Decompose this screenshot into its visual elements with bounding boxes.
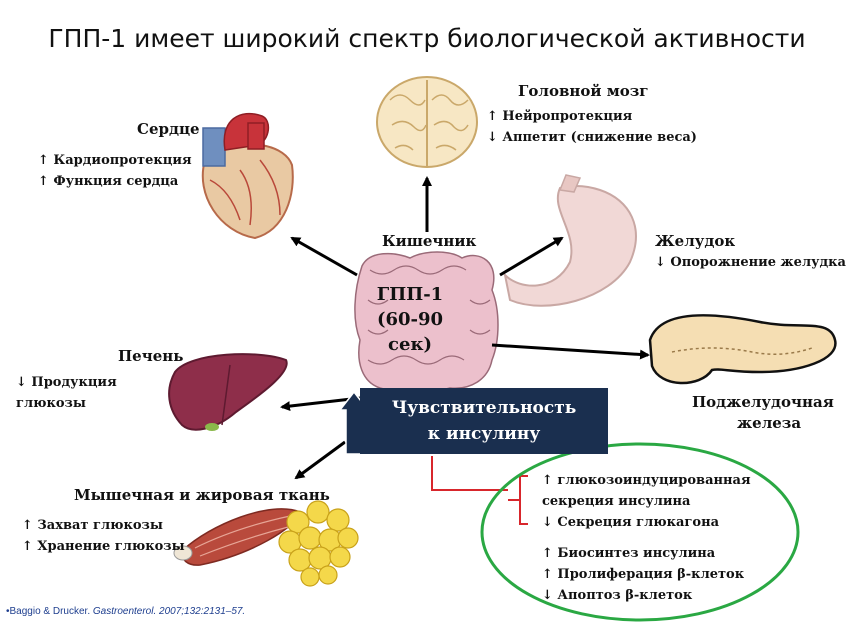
stomach-effect-1: ↓ Опорожнение желудка (655, 255, 846, 270)
pancreas-effect-4: ↑ Биосинтез инсулина (542, 546, 716, 561)
insulin-sensitivity-line-1: Чувствительность (391, 398, 577, 418)
muscle-title: Мышечная и жировая ткань (74, 486, 330, 504)
brain-effect-1: ↑ Нейропротекция (487, 109, 633, 124)
pancreas-effect-2: секреция инсулина (542, 494, 691, 509)
pancreas-effect-1: ↑ глюкозоиндуцированная (542, 473, 751, 488)
muscle-effect-1: ↑ Захват глюкозы (22, 518, 163, 533)
muscle-effect-2: ↑ Хранение глюкозы (22, 539, 185, 554)
muscle-illustration (173, 508, 301, 566)
stomach-illustration (503, 174, 637, 307)
glp1-label: ГПП-1 (60-90 сек) (362, 282, 458, 357)
glp1-line-1: ГПП-1 (376, 284, 444, 305)
insulin-sensitivity-box: Чувствительность к инсулину (360, 388, 608, 454)
brain-title: Головной мозг (518, 82, 649, 100)
fat-tissue-illustration (278, 500, 359, 587)
intestine-title: Кишечник (382, 232, 477, 250)
heart-effect-2: ↑ Функция сердца (38, 174, 179, 189)
brain-illustration (376, 76, 478, 168)
arrow-to-muscle (294, 440, 346, 480)
liver-effect-2: глюкозы (16, 396, 86, 411)
glp1-line-2: (60-90 (376, 309, 444, 330)
pancreas-illustration (648, 314, 837, 385)
pancreas-effect-6: ↓ Апоптоз β-клеток (542, 588, 693, 603)
liver-title: Печень (118, 347, 184, 365)
page-title: ГПП-1 имеет широкий спектр биологической… (48, 24, 806, 53)
glp1-line-3: сек) (388, 334, 432, 355)
liver-illustration (168, 353, 288, 431)
arrow-to-stomach (499, 236, 564, 277)
reference-authors: •Baggio & Drucker. (6, 606, 93, 617)
brain-effect-2: ↓ Аппетит (снижение веса) (487, 130, 697, 145)
heart-title: Сердце (137, 120, 200, 138)
reference: •Baggio & Drucker. Gastroenterol. 2007;1… (6, 606, 245, 617)
pancreas-title-line-2: железа (737, 414, 802, 432)
red-bracket (431, 456, 528, 525)
effect-arrows (280, 176, 650, 480)
arrow-to-liver (280, 396, 361, 412)
reference-journal: Gastroenterol. 2007;132:2131–57. (92, 606, 246, 617)
stomach-title: Желудок (655, 232, 736, 250)
pancreas-effects-oval (480, 442, 800, 622)
pancreas-title-line-1: Поджелудочная (692, 393, 834, 411)
arrow-to-heart (290, 236, 358, 277)
liver-effect-1: ↓ Продукция (16, 375, 117, 390)
pancreas-effect-5: ↑ Пролиферация β-клеток (542, 567, 745, 582)
pancreas-effect-3: ↓ Секреция глюкагона (542, 515, 720, 530)
heart-effect-1: ↑ Кардиопротекция (38, 153, 192, 168)
heart-illustration (201, 112, 294, 240)
intestine-illustration (354, 251, 499, 394)
arrow-to-pancreas (491, 343, 650, 360)
insulin-sensitivity-line-2: к инсулину (427, 424, 541, 444)
